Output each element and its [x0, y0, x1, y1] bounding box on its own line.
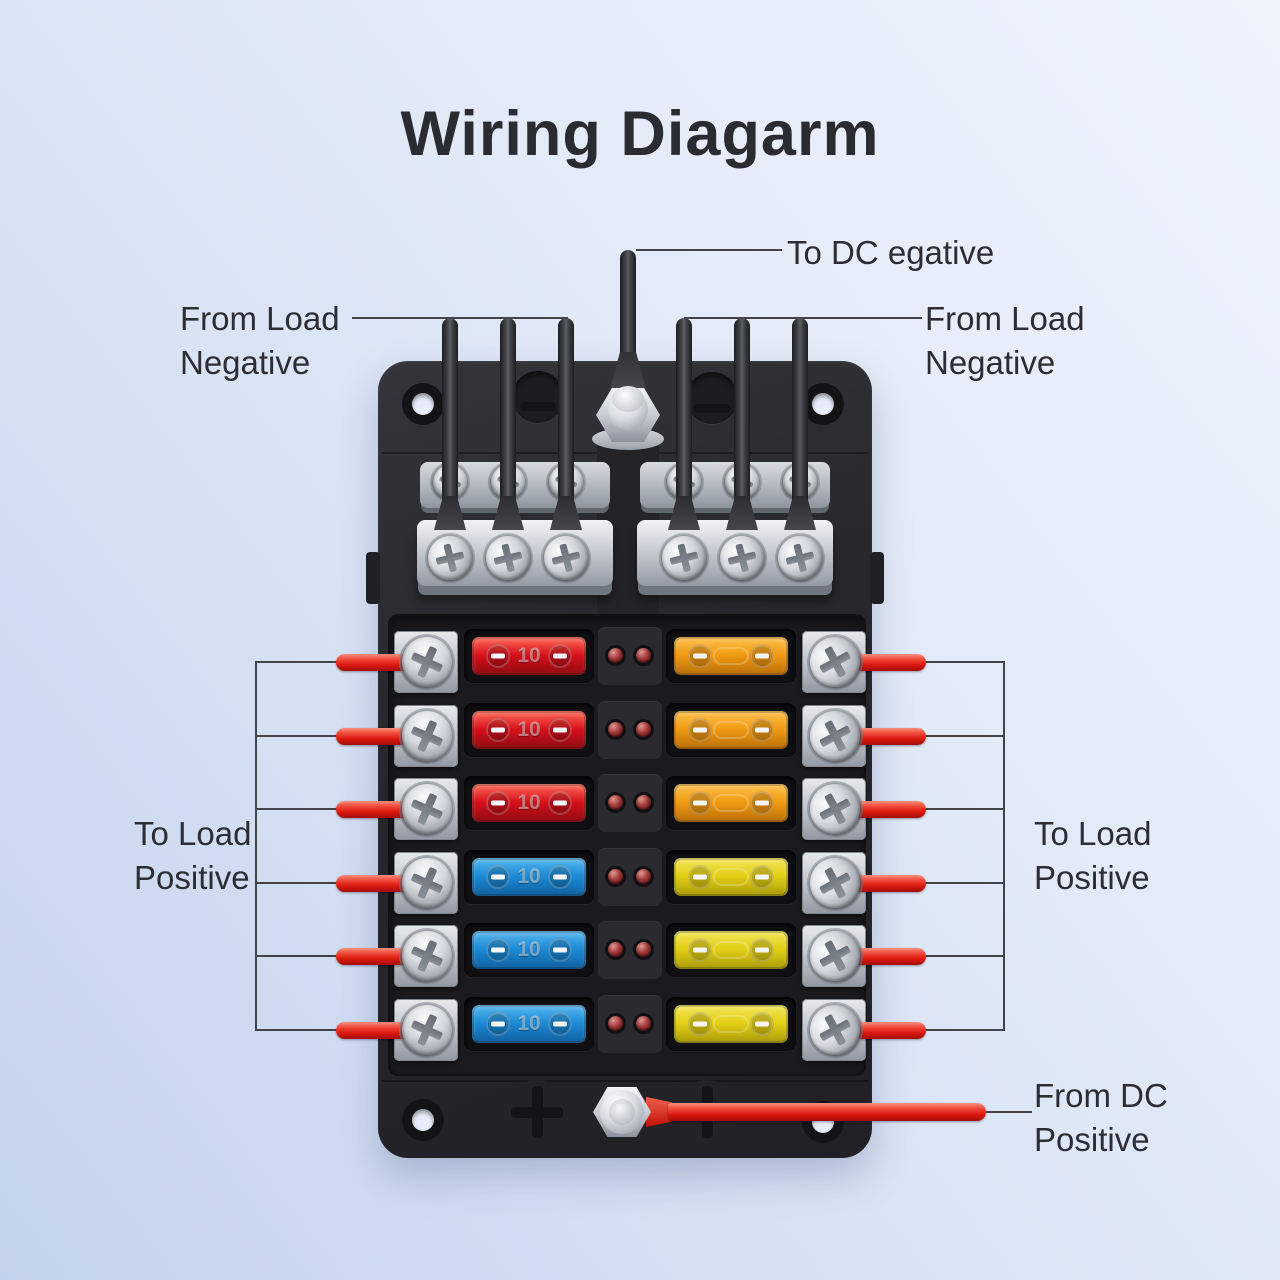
fuse-terminal [688, 1011, 712, 1036]
fuse-terminal [548, 791, 572, 815]
status-led [608, 648, 623, 663]
fuse-terminal [688, 791, 712, 815]
bracket-line-left [255, 661, 257, 1031]
plus-icon-left-v [532, 1086, 543, 1138]
leader-line-row-right [925, 734, 1005, 737]
fuse-terminal [688, 717, 712, 742]
fuse-terminal [548, 864, 572, 889]
knockout-cover-left [512, 371, 564, 423]
fuse-terminal [486, 791, 510, 815]
fuse-rating-label: 10 [517, 791, 541, 814]
fuse-terminal [750, 644, 774, 668]
leader-line-row-right [925, 661, 1005, 663]
fuse-terminal [548, 717, 572, 742]
blade-fuse-right [674, 857, 788, 896]
leader-line-row-left [257, 881, 337, 884]
blade-fuse-right [674, 784, 788, 822]
label-to-dc-negative: To DC egative [787, 234, 995, 271]
fuse-emboss [713, 647, 749, 665]
fuse-terminal [486, 938, 510, 962]
blade-fuse-right [674, 1004, 788, 1043]
fuse-terminal [486, 1011, 510, 1036]
fuse-emboss [713, 941, 749, 959]
label-to-load-positive-left: To Load Positive [134, 815, 252, 896]
label-from-load-negative-left: From Load Negative [180, 300, 340, 381]
blade-fuse-left: 10 [472, 784, 586, 822]
fuse-terminal [486, 644, 510, 668]
status-led [636, 942, 651, 957]
leader-line-row-right [925, 955, 1005, 957]
fuse-rating-label: 10 [517, 938, 541, 961]
fuse-rating-label: 10 [517, 1011, 541, 1035]
fuse-terminal [688, 938, 712, 962]
leader-line-row-right [925, 1028, 1005, 1031]
leader-line-row-left [257, 955, 337, 957]
fuse-terminal [750, 864, 774, 889]
status-led [608, 1015, 623, 1031]
status-led [608, 795, 623, 810]
page-title: Wiring Diagarm [400, 99, 880, 169]
fuse-rating-label: 10 [517, 644, 541, 667]
blade-fuse-left: 10 [472, 710, 586, 749]
fuse-terminal [750, 717, 774, 742]
fuse-terminal [750, 938, 774, 962]
fuse-emboss [713, 868, 749, 886]
status-led [608, 868, 623, 884]
fuse-terminal [548, 644, 572, 668]
mounting-hole-bottom-left [412, 1109, 434, 1131]
leader-line-row-right [925, 808, 1005, 810]
leader-line-row-right [925, 881, 1005, 884]
fuse-rating-label: 10 [517, 864, 541, 888]
leader-line-row-left [257, 661, 337, 663]
blade-fuse-left: 10 [472, 637, 586, 675]
knockout-slot-left [520, 402, 556, 411]
label-from-load-negative-right: From Load Negative [925, 300, 1085, 381]
blade-fuse-left: 10 [472, 931, 586, 969]
status-led [608, 942, 623, 957]
fuse-terminal [486, 864, 510, 889]
status-led [636, 795, 651, 810]
status-led [636, 1015, 651, 1031]
status-led [608, 721, 623, 737]
fuse-emboss [713, 721, 749, 739]
status-led [636, 868, 651, 884]
fuse-terminal [688, 864, 712, 889]
fuse-terminal [548, 938, 572, 962]
mounting-hole-top-left [412, 393, 434, 415]
dc-positive-wire [668, 1103, 986, 1121]
fuse-terminal [486, 717, 510, 742]
status-led [636, 721, 651, 737]
leader-line-from-dc-positive [986, 1111, 1032, 1113]
knockout-slot-right [694, 404, 730, 413]
bracket-line-right [1003, 661, 1005, 1031]
leader-line-row-left [257, 1028, 337, 1031]
leader-line-row-left [257, 808, 337, 810]
fuse-terminal [548, 1011, 572, 1036]
blade-fuse-right [674, 637, 788, 675]
knockout-cover-right [686, 372, 738, 424]
blade-fuse-right [674, 710, 788, 749]
fuse-terminal [688, 644, 712, 668]
side-tab-left [366, 552, 380, 604]
blade-fuse-left: 10 [472, 857, 586, 896]
dc-negative-stud-cap [612, 386, 644, 412]
leader-line-from-load-negative-left [352, 317, 568, 319]
dc-positive-stud-cap [609, 1099, 635, 1125]
blade-fuse-left: 10 [472, 1004, 586, 1043]
fuse-terminal [750, 791, 774, 815]
leader-line-row-left [257, 734, 337, 737]
blade-fuse-right [674, 931, 788, 969]
label-from-dc-positive: From DC Positive [1034, 1077, 1168, 1158]
fuse-emboss [713, 1015, 749, 1033]
leader-line-dc-negative [636, 249, 782, 251]
fuse-rating-label: 10 [517, 717, 541, 741]
side-tab-right [870, 552, 884, 604]
fuse-terminal [750, 1011, 774, 1036]
mounting-hole-top-right [812, 393, 834, 415]
status-led [636, 648, 651, 663]
body-seam-bottom [382, 1080, 868, 1082]
label-to-load-positive-right: To Load Positive [1034, 815, 1152, 896]
fuse-emboss [713, 794, 749, 812]
